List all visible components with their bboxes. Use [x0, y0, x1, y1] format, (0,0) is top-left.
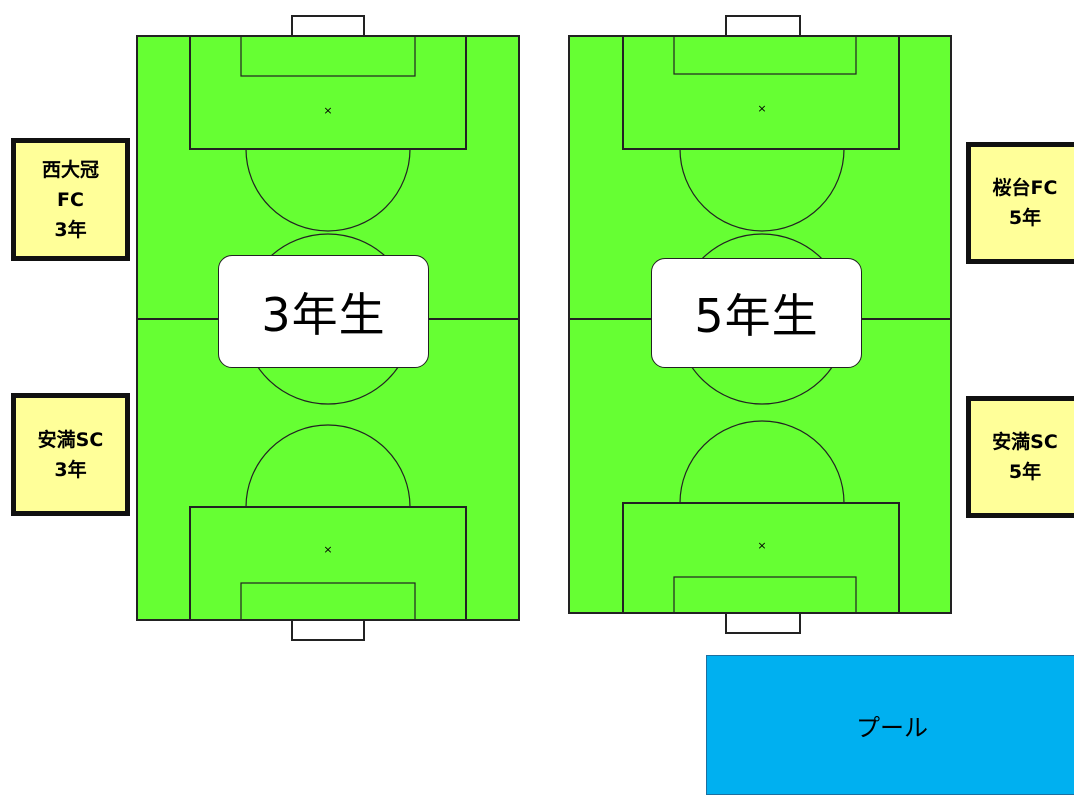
field-label-3rd-grade: 3年生	[218, 255, 429, 368]
penalty-arc-bottom	[679, 420, 845, 504]
field-3rd-grade-drawing: × ×	[136, 15, 520, 641]
penalty-arc-top	[679, 148, 845, 232]
penalty-arc-top	[245, 148, 411, 232]
goal-bottom	[291, 619, 365, 641]
team-box-anman-sc-3rd: 安満SC 3年	[11, 393, 130, 516]
pool: プール	[706, 655, 1074, 795]
soccer-field-3rd-grade: × ×	[136, 15, 520, 643]
penalty-spot-bottom: ×	[323, 543, 332, 556]
team-name-line: 安満SC	[37, 428, 104, 451]
team-box-anman-sc-5th: 安満SC 5年	[966, 396, 1074, 518]
team-name-line: FC	[57, 188, 84, 211]
penalty-spot-bottom: ×	[757, 539, 766, 552]
goal-top	[725, 15, 801, 37]
penalty-spot-top: ×	[323, 104, 332, 117]
goal-area-top	[673, 35, 857, 75]
field-label-5th-grade: 5年生	[651, 258, 862, 368]
team-box-sakuradai-fc-5th: 桜台FC 5年	[966, 142, 1074, 264]
pool-label: プール	[856, 713, 928, 742]
penalty-arc-bottom	[245, 424, 411, 508]
team-grade-line: 5年	[1008, 207, 1042, 229]
team-grade-line: 3年	[54, 458, 87, 481]
team-grade-line: 5年	[1008, 461, 1042, 483]
goal-area-bottom	[240, 582, 416, 621]
team-name-line: 安満SC	[992, 431, 1058, 453]
goal-bottom	[725, 612, 801, 634]
team-box-nishi-ookanmuri-fc: 西大冠 FC 3年	[11, 138, 130, 261]
penalty-spot-top: ×	[757, 102, 766, 115]
goal-area-bottom	[673, 576, 857, 614]
goal-top	[291, 15, 365, 37]
team-grade-line: 3年	[54, 218, 87, 241]
team-name-line: 西大冠	[41, 158, 99, 181]
goal-area-top	[240, 35, 416, 77]
team-name-line: 桜台FC	[992, 177, 1058, 199]
